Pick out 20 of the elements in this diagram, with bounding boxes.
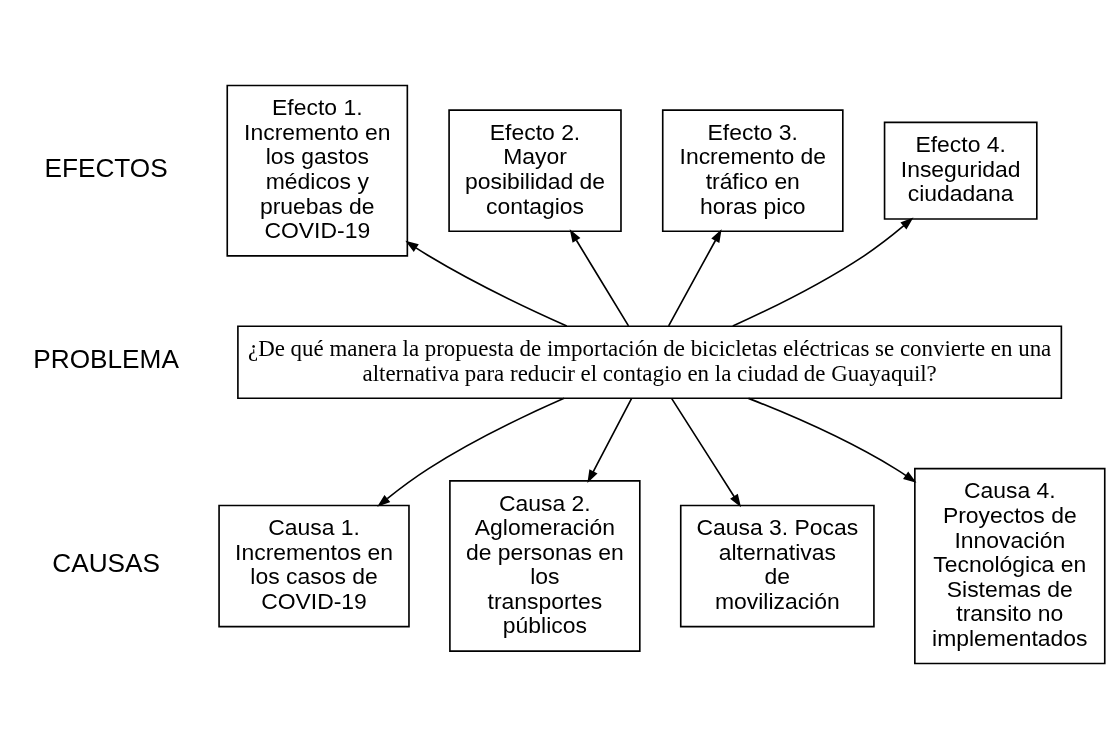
label: PROBLEMA	[33, 344, 179, 375]
node-box: Causa 3. Pocas alternativas de movilización	[679, 504, 875, 628]
arrow	[747, 397, 917, 483]
node-box: Causa 1. Incrementos en los casos de COVID-19	[218, 504, 410, 628]
arrow	[569, 229, 630, 327]
label: EFECTOS	[44, 152, 168, 183]
label: CAUSAS	[52, 548, 160, 579]
node-box: ¿De qué manera la propuesta de importación de bicicletas eléctricas se convierte en una alternativa para reducir el contagio en la ciudad de Guayaquil?	[237, 325, 1063, 400]
node-box: Efecto 3. Incremento de tráfico en horas pico	[661, 109, 844, 233]
arrow	[731, 217, 914, 327]
node-box: Efecto 1. Incremento en los gastos médicos y pruebas de COVID-19	[226, 84, 409, 257]
arrow	[670, 397, 741, 508]
node-box: Efecto 2. Mayor posibilidad de contagios	[448, 109, 622, 233]
arrow	[405, 240, 568, 327]
node-box: Efecto 4. Inseguridad ciudadana	[883, 121, 1038, 220]
node-box: Causa 2. Aglomeración de personas en los transportes públicos	[449, 480, 641, 652]
arrow	[667, 229, 722, 327]
arrow	[377, 397, 565, 507]
node-box: Causa 4. Proyectos de Innovación Tecnológica en Sistemas de transito no implementados	[914, 467, 1106, 665]
arrow	[587, 397, 633, 483]
